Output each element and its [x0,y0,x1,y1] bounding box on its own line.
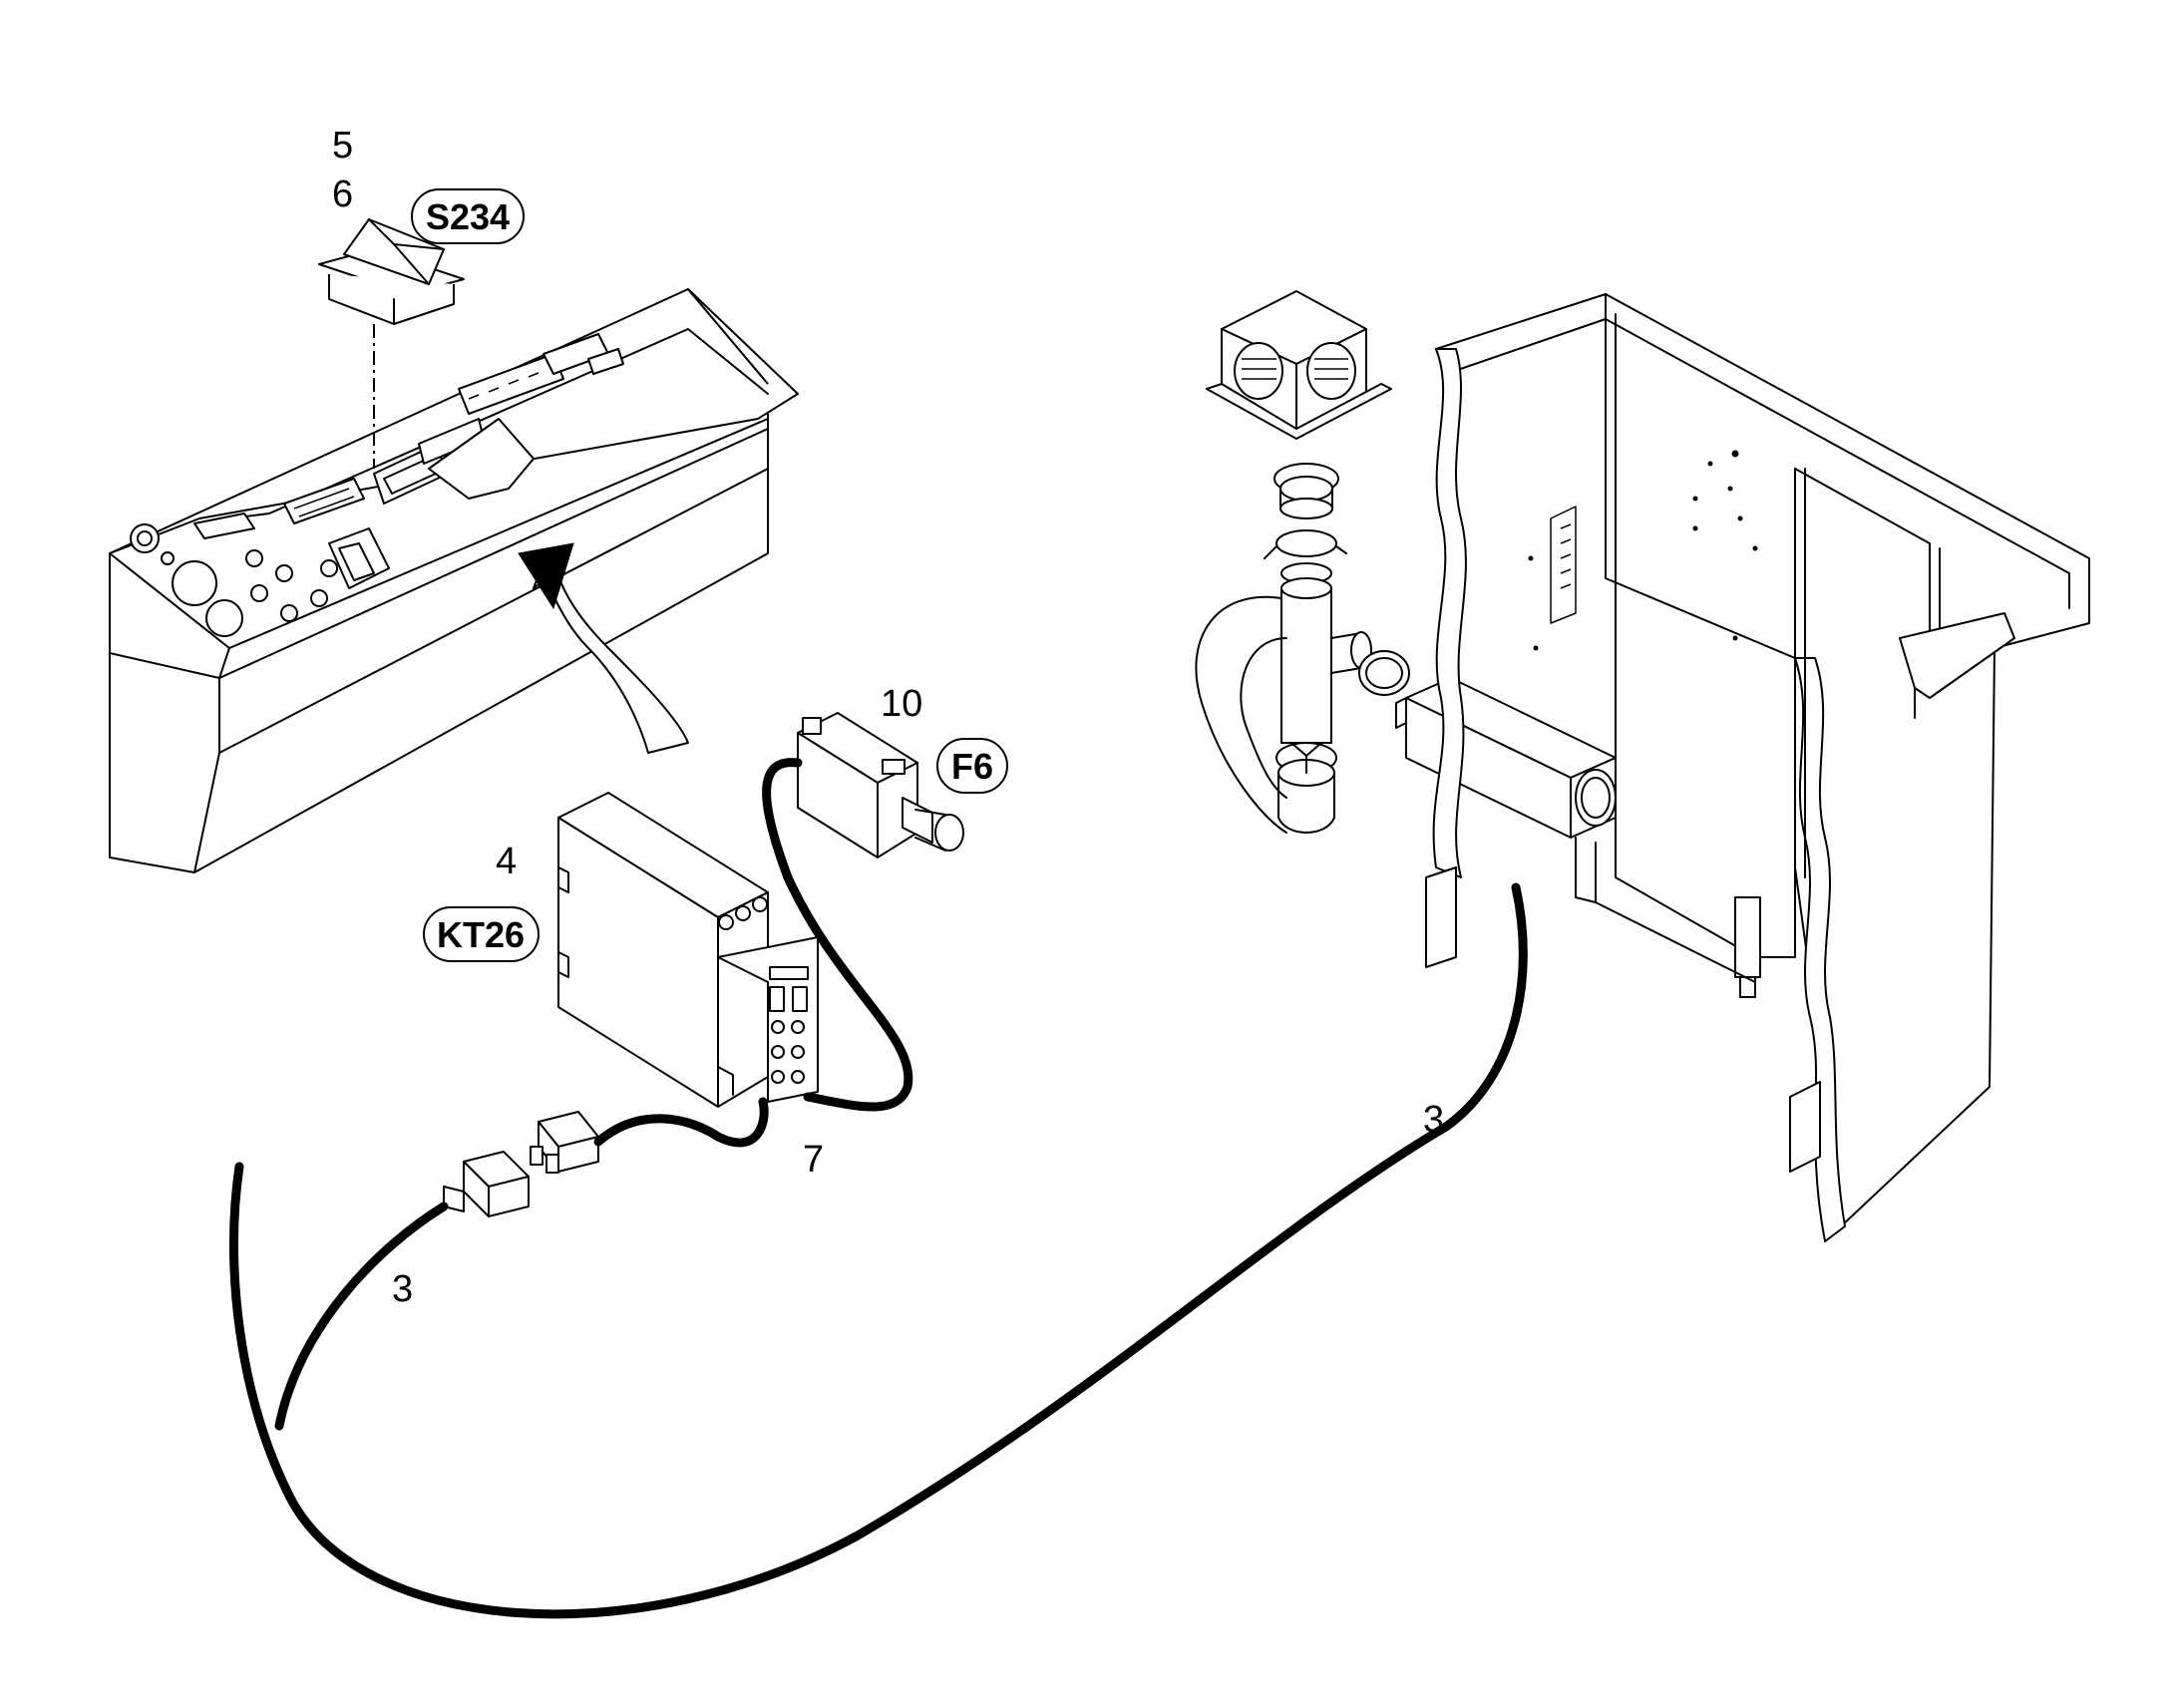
fuse-holder-icon [797,712,964,858]
rocker-switch-icon [318,218,465,325]
dashboard-console-icon [109,288,799,873]
tag-s234-label: S234 [426,196,510,237]
tag-f6: F6 [936,738,1008,794]
callout-10: 10 [881,683,922,725]
cable-lines [228,758,1528,1619]
callout-3-right: 3 [1423,1099,1444,1141]
callout-6: 6 [332,173,353,215]
duct-hose-icon [1195,577,1410,834]
callout-3-left: 3 [392,1268,413,1310]
callout-7: 7 [803,1139,824,1181]
timer-relay-icon [557,792,819,1108]
cabin-frame-icon [1425,293,2090,1242]
tag-f6-label: F6 [951,746,993,787]
callout-labels: 5 6 4 10 7 3 3 [332,125,1444,1310]
callout-4: 4 [496,841,517,882]
ventilation-fan-icon [1206,290,1392,584]
blower-box-icon [1395,677,1617,839]
insert-arrow-icon [518,542,689,754]
cable-connector-icon [443,1111,599,1217]
tag-kt26-label: KT26 [437,914,525,955]
reference-tags: S234 KT26 F6 [411,188,1008,962]
tag-kt26: KT26 [423,906,540,962]
callout-5: 5 [332,125,353,167]
tag-s234: S234 [411,188,525,244]
